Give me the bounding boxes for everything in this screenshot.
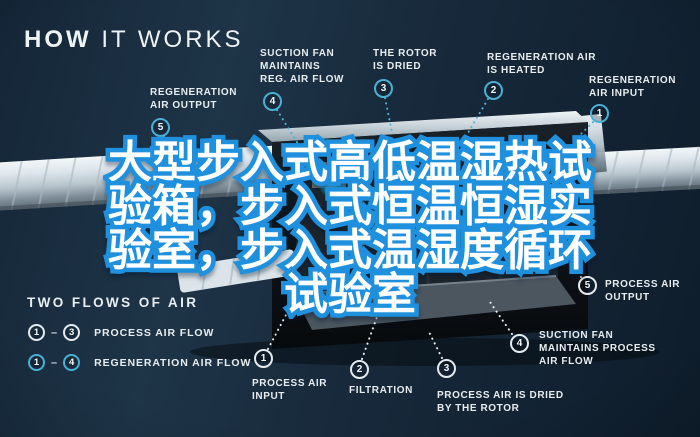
headline: 大型步入式高低温湿热试 大型步入式高低温湿热试 验箱，步入式恒温恒湿实 验箱，步…: [0, 136, 700, 321]
regen-step-3-label: THE ROTOR IS DRIED: [373, 48, 438, 73]
headline-line-2-fill: 验箱，步入式恒温恒湿实: [108, 182, 592, 231]
page-title-bold: HOW: [24, 26, 92, 53]
page-title-light: IT WORKS: [91, 26, 244, 53]
headline-line-4-fill: 试验室: [284, 270, 416, 319]
legend-dash: –: [51, 326, 58, 339]
process-step-3-circle: 3: [437, 359, 456, 378]
headline-line-3-fill: 验室，步入式温湿度循环: [108, 226, 592, 275]
headline-line-1-fill: 大型步入式高低温湿热试: [108, 138, 592, 187]
regen-step-1-label: REGENERATION AIR INPUT: [589, 75, 677, 100]
process-step-2-circle: 2: [350, 360, 369, 379]
regen-step-2-circle: 2: [484, 81, 503, 100]
process-step-1-circle: 1: [254, 349, 273, 368]
headline-line-3: 验室，步入式温湿度循环 验室，步入式温湿度循环: [0, 224, 700, 277]
process-step-4-circle: 4: [510, 334, 529, 353]
legend-row-process: 1 – 3 PROCESS AIR FLOW: [28, 324, 214, 341]
headline-line-2: 验箱，步入式恒温恒湿实 验箱，步入式恒温恒湿实: [0, 180, 700, 233]
process-step-4-label: SUCTION FAN MAINTAINS PROCESS AIR FLOW: [539, 330, 656, 368]
legend-process-to-circle: 3: [63, 324, 81, 341]
regen-step-4-circle: 4: [263, 92, 282, 111]
legend-regen-label: REGENERATION AIR FLOW: [94, 356, 252, 369]
regen-step-3-circle: 3: [374, 79, 393, 98]
legend-process-label: PROCESS AIR FLOW: [94, 326, 215, 339]
process-step-2-label: FILTRATION: [349, 385, 413, 396]
legend-dash: –: [51, 356, 58, 369]
headline-line-4: 试验室 试验室: [0, 268, 700, 321]
regen-step-1-circle: 1: [590, 104, 609, 123]
page-title: HOW IT WORKS: [24, 26, 244, 54]
regen-step-5-circle: 5: [151, 118, 170, 137]
legend-row-regen: 1 – 4 REGENERATION AIR FLOW: [28, 354, 251, 371]
headline-line-1: 大型步入式高低温湿热试 大型步入式高低温湿热试: [0, 136, 700, 189]
legend-regen-from-circle: 1: [28, 354, 45, 371]
process-step-1-label: PROCESS AIR INPUT: [252, 378, 328, 403]
process-step-3-label: PROCESS AIR IS DRIED BY THE ROTOR: [437, 390, 564, 415]
legend-regen-to-circle: 4: [63, 354, 81, 371]
regen-step-2-label: REGENERATION AIR IS HEATED: [487, 52, 597, 77]
regen-step-5-label: REGENERATION AIR OUTPUT: [150, 87, 238, 112]
regen-step-4-label: SUCTION FAN MAINTAINS REG. AIR FLOW: [260, 48, 345, 86]
legend-process-from-circle: 1: [28, 324, 45, 341]
